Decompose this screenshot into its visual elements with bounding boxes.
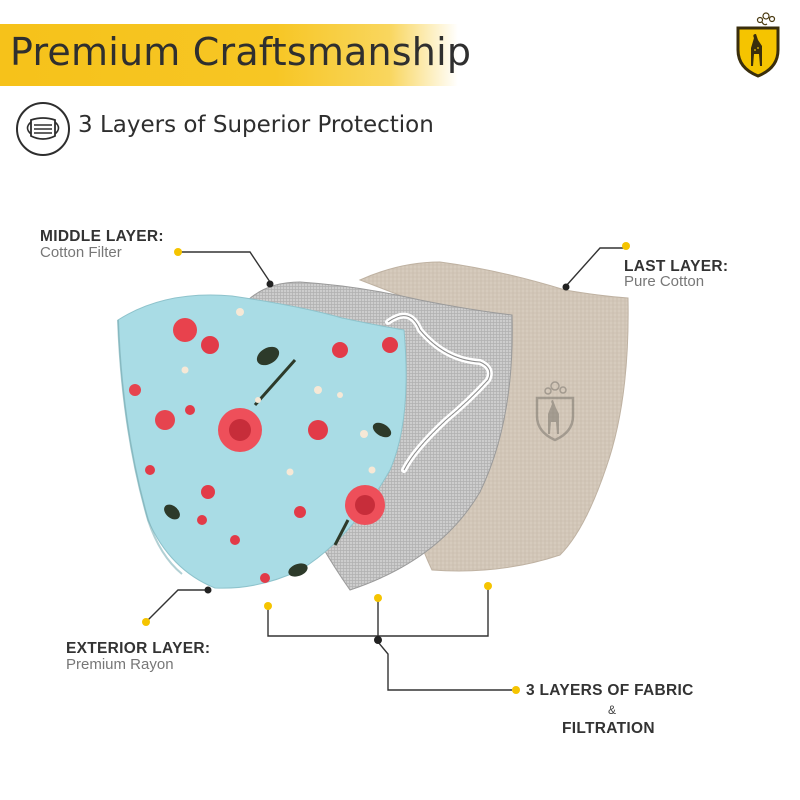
fabric-connector [377, 641, 512, 691]
leaf-pattern [164, 346, 392, 577]
face-mask-icon [16, 102, 70, 156]
layers-bracket [267, 586, 489, 637]
blossom-pattern [181, 308, 376, 476]
ampersand: & [608, 703, 617, 717]
title-banner [0, 24, 458, 86]
last-layer-detail: Pure Cotton [624, 273, 705, 290]
middle-layer-title: MIDDLE LAYER: [40, 228, 164, 245]
rose-pattern [129, 318, 398, 583]
exterior-layer-detail: Premium Rayon [66, 656, 174, 673]
deer-shield-logo [736, 12, 780, 78]
connector-markers [142, 242, 630, 694]
fabric-layers-title: 3 LAYERS OF FABRIC [526, 682, 694, 699]
filtration-title: FILTRATION [562, 720, 655, 737]
middle-layer-detail: Cotton Filter [40, 244, 122, 261]
last-layer-connector [565, 247, 626, 287]
connector-endpoints [204, 280, 570, 644]
exterior-layer-title: EXTERIOR LAYER: [66, 640, 211, 657]
last-layer-title: LAST LAYER: [624, 258, 729, 275]
page-title: Premium Craftsmanship [10, 30, 472, 74]
exterior-layer-connector [147, 589, 208, 621]
page-subtitle: 3 Layers of Superior Protection [78, 112, 434, 138]
deer-watermark-icon [535, 381, 575, 442]
middle-layer-connector [180, 251, 271, 283]
